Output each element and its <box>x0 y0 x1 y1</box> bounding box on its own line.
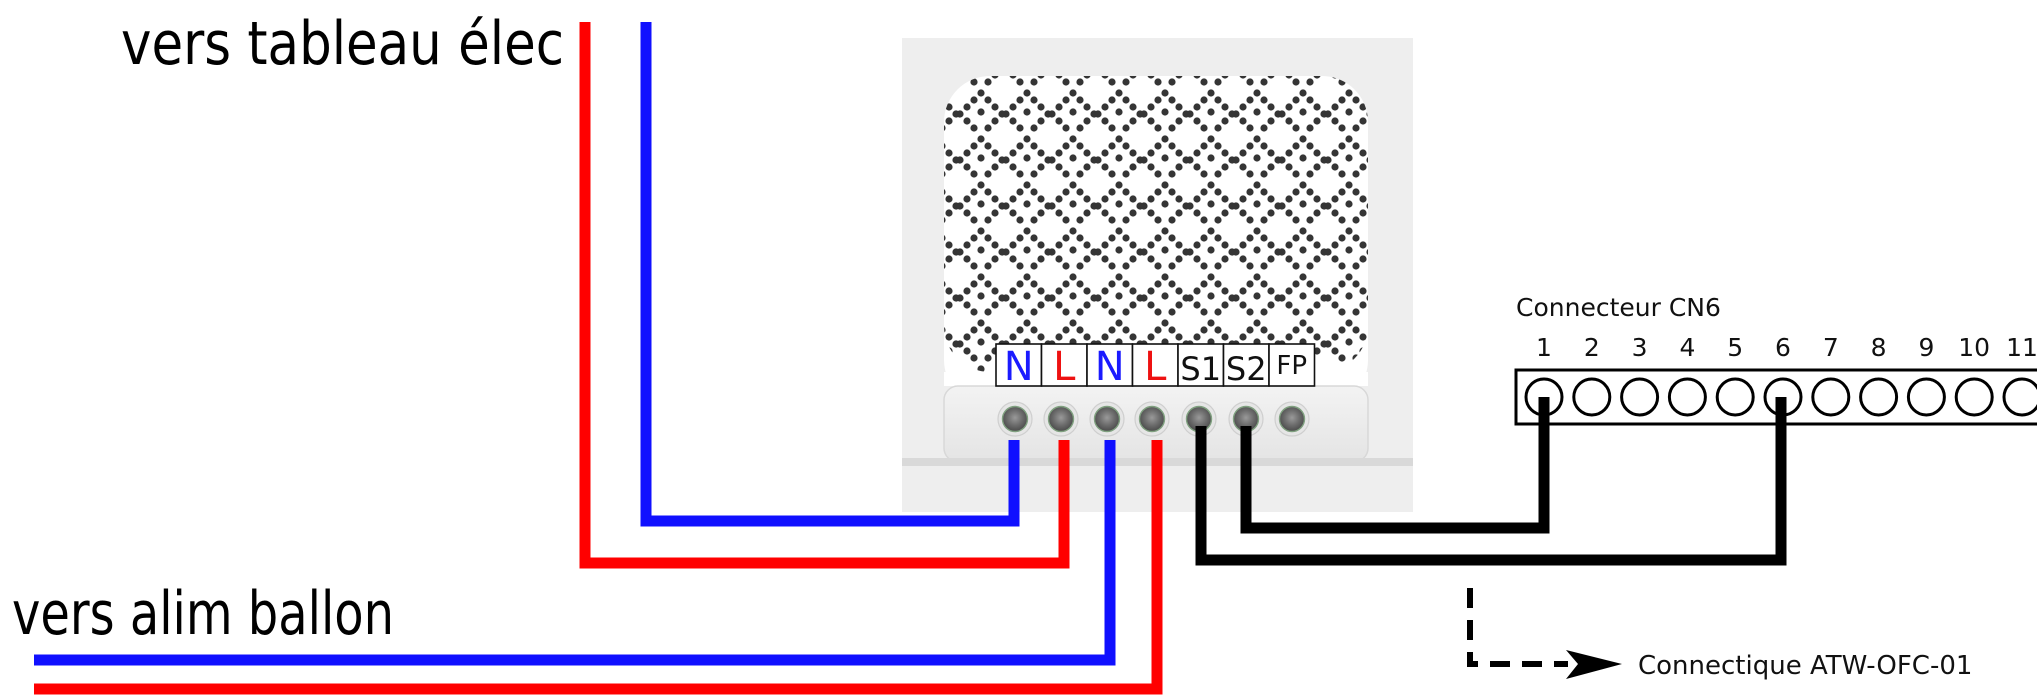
legend: Connectique ATW-OFC-01 <box>1467 588 1972 681</box>
connector-pin-hole <box>1667 377 1707 417</box>
connector-pin-hole <box>2002 377 2037 417</box>
wire-live-tableau <box>579 22 1070 569</box>
connector-pin-number: 2 <box>1584 333 1600 362</box>
label-tableau-elec: vers tableau élec <box>121 9 564 79</box>
wires <box>34 22 1787 695</box>
legend-dashed-line <box>1467 588 1568 667</box>
label-alim-ballon: vers alim ballon <box>12 579 394 649</box>
wire-live-ballon <box>34 440 1163 695</box>
connector-pin-holes <box>1524 377 2037 417</box>
connector-pin-hole <box>1954 377 1994 417</box>
terminal-label-s1: S1 <box>1180 350 1221 388</box>
terminal-label-box <box>1268 343 1316 387</box>
connector-pin-hole <box>1620 377 1660 417</box>
terminal-screw-2 <box>1047 405 1075 433</box>
connector-pin-number: 8 <box>1871 333 1887 362</box>
terminal-label-n: N <box>1095 344 1125 390</box>
terminal-screw-3 <box>1093 405 1121 433</box>
terminal-label-s2: S2 <box>1226 350 1267 388</box>
wire-neutral-ballon <box>34 440 1116 666</box>
terminal-label-l: L <box>1144 344 1167 390</box>
wire-s2-to-pin1 <box>1240 397 1550 534</box>
terminal-screw-4 <box>1138 405 1166 433</box>
terminal-label-box <box>1040 343 1088 387</box>
terminal-label-l: L <box>1053 344 1076 390</box>
connector-pin-hole <box>1859 377 1899 417</box>
connector-pin-hole <box>1572 377 1612 417</box>
terminal-label-box <box>995 343 1043 387</box>
connector-pin-number: 6 <box>1775 333 1791 362</box>
connector-title: Connecteur CN6 <box>1516 293 1721 322</box>
connector-pin-hole <box>1811 377 1851 417</box>
legend-label: Connectique ATW-OFC-01 <box>1638 651 1972 681</box>
wire-s1-to-pin6 <box>1195 397 1787 566</box>
terminal-screws <box>997 401 1310 437</box>
connector-pin-number: 5 <box>1727 333 1743 362</box>
connector-pin-number: 11 <box>2006 333 2037 362</box>
connector-pin-hole <box>1715 377 1755 417</box>
module-dot-grille <box>944 76 1368 372</box>
terminal-label-box <box>1222 343 1270 387</box>
connector-pin-number: 3 <box>1632 333 1648 362</box>
connector-cn6: Connecteur CN6 1 2 3 4 5 6 7 8 9 10 11 <box>1514 293 2037 426</box>
terminal-label-box <box>1131 343 1179 387</box>
connector-pin-number: 7 <box>1823 333 1839 362</box>
terminal-screw-1 <box>1001 405 1029 433</box>
terminal-label-fp: FP <box>1276 351 1307 381</box>
connector-pin-number: 9 <box>1918 333 1934 362</box>
connector-pin-hole <box>1906 377 1946 417</box>
legend-arrowhead-icon <box>1566 650 1622 679</box>
connector-pin-numbers: 1 2 3 4 5 6 7 8 9 10 11 <box>1536 333 2037 362</box>
connector-pin-number: 1 <box>1536 333 1552 362</box>
wire-neutral-tableau <box>640 22 1020 527</box>
terminal-label-box <box>1086 343 1134 387</box>
connector-pin-number: 10 <box>1958 333 1990 362</box>
terminal-screw-7 <box>1278 405 1306 433</box>
terminal-label-n: N <box>1004 344 1034 390</box>
connector-pin-number: 4 <box>1679 333 1695 362</box>
